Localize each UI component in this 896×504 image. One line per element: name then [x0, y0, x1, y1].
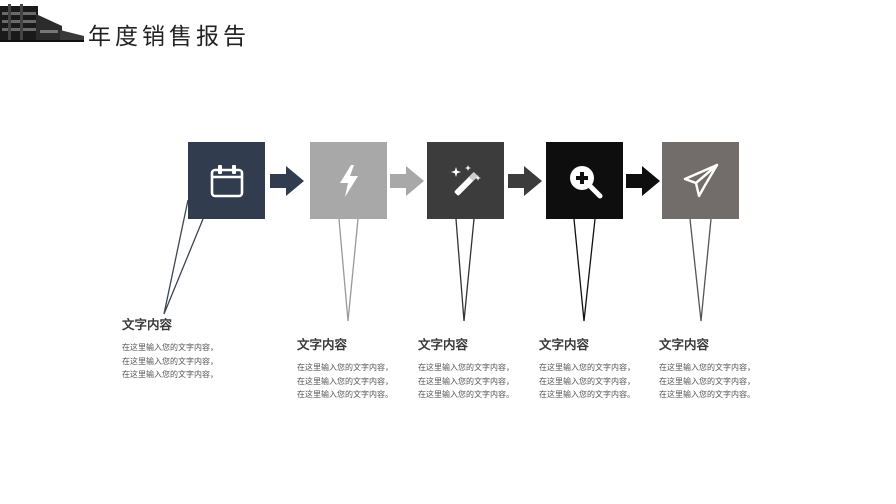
description-line: 在这里输入您的文字内容。: [418, 390, 514, 399]
step-description: 在这里输入您的文字内容， 在这里输入您的文字内容， 在这里输入您的文字内容。: [659, 361, 789, 402]
step-title: 文字内容: [122, 317, 173, 332]
description-line: 在这里输入您的文字内容，: [122, 370, 218, 379]
description-line: 在这里输入您的文字内容，: [659, 376, 755, 386]
step-title: 文字内容: [418, 337, 469, 352]
arrow-right-icon: [508, 166, 542, 196]
step-description: 在这里输入您的文字内容， 在这里输入您的文字内容， 在这里输入您的文字内容，: [122, 341, 252, 382]
arrow-right-icon: [270, 166, 304, 196]
description-line: 在这里输入您的文字内容。: [659, 390, 755, 399]
description-line: 在这里输入您的文字内容。: [297, 390, 393, 399]
description-line: 在这里输入您的文字内容，: [539, 376, 635, 386]
step-2-text: 文字内容 在这里输入您的文字内容， 在这里输入您的文字内容， 在这里输入您的文字…: [297, 334, 427, 402]
description-line: 在这里输入您的文字内容，: [418, 363, 514, 372]
description-line: 在这里输入您的文字内容。: [539, 390, 635, 399]
description-line: 在这里输入您的文字内容，: [122, 343, 218, 352]
description-line: 在这里输入您的文字内容，: [297, 363, 393, 372]
zoom-in-icon: [569, 165, 602, 198]
step-1-box: [188, 142, 265, 219]
arrow-right-icon: [390, 166, 424, 196]
step-5-text: 文字内容 在这里输入您的文字内容， 在这里输入您的文字内容， 在这里输入您的文字…: [659, 334, 789, 402]
description-line: 在这里输入您的文字内容，: [659, 363, 755, 372]
lightning-icon: [339, 164, 358, 197]
step-4-text: 文字内容 在这里输入您的文字内容， 在这里输入您的文字内容， 在这里输入您的文字…: [539, 334, 669, 402]
connector-line-2: [338, 218, 359, 322]
step-2-box: [310, 142, 387, 219]
step-description: 在这里输入您的文字内容， 在这里输入您的文字内容， 在这里输入您的文字内容。: [418, 361, 548, 402]
step-title: 文字内容: [659, 337, 710, 352]
connector-line-4: [573, 218, 596, 322]
step-3-box: [427, 142, 504, 219]
step-4-box: [546, 142, 623, 219]
step-1-text: 文字内容 在这里输入您的文字内容， 在这里输入您的文字内容， 在这里输入您的文字…: [122, 314, 252, 382]
magic-wand-icon: [450, 164, 481, 195]
calendar-icon: [210, 164, 243, 197]
step-description: 在这里输入您的文字内容， 在这里输入您的文字内容， 在这里输入您的文字内容。: [539, 361, 669, 402]
send-icon: [683, 163, 718, 197]
header: 年度销售报告: [0, 0, 300, 60]
description-line: 在这里输入您的文字内容，: [418, 376, 514, 386]
page-title: 年度销售报告: [88, 24, 250, 50]
description-line: 在这里输入您的文字内容，: [297, 376, 393, 386]
description-line: 在这里输入您的文字内容，: [122, 356, 218, 366]
step-title: 文字内容: [297, 337, 348, 352]
step-3-text: 文字内容 在这里输入您的文字内容， 在这里输入您的文字内容， 在这里输入您的文字…: [418, 334, 548, 402]
building-logo-icon: [0, 4, 84, 42]
connector-line-3: [455, 218, 475, 322]
step-5-box: [662, 142, 739, 219]
description-line: 在这里输入您的文字内容，: [539, 363, 635, 372]
arrow-right-icon: [626, 166, 660, 196]
step-description: 在这里输入您的文字内容， 在这里输入您的文字内容， 在这里输入您的文字内容。: [297, 361, 427, 402]
connector-line-5: [689, 218, 712, 322]
connector-line-1: [163, 199, 204, 315]
step-title: 文字内容: [539, 337, 590, 352]
